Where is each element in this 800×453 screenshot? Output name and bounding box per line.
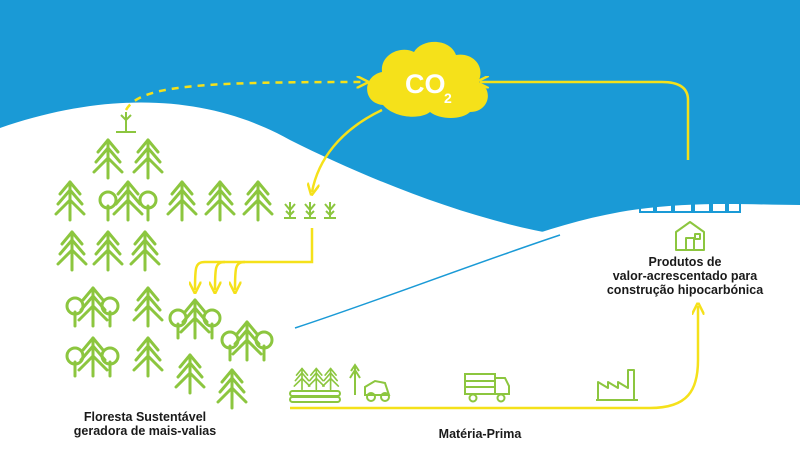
hill-divider-line <box>294 234 561 329</box>
products-label-line3: construção hipocarbónica <box>606 283 764 297</box>
arrow-city-to-co2 <box>480 82 690 160</box>
arrow-split-2 <box>215 260 226 290</box>
forest-label-line2: geradora de mais-valias <box>73 424 217 438</box>
harvest-icon <box>289 367 341 403</box>
right-hill <box>300 203 800 453</box>
harvester-machine-icon <box>349 363 391 402</box>
products-label: Produtos de valor-acrescentado para cons… <box>590 255 780 297</box>
forest-label: Floresta Sustentável geradora de mais-va… <box>40 410 250 438</box>
dashed-arrow-to-co2 <box>124 82 365 111</box>
arrow-materia-to-products <box>290 306 698 410</box>
forest-label-line1: Floresta Sustentável <box>83 410 207 424</box>
city-skyline-icon <box>639 164 741 213</box>
arrow-sprouts-split <box>195 228 314 290</box>
co2-text: CO <box>405 69 446 99</box>
products-label-line1: Produtos de <box>648 255 722 269</box>
sapling-icon <box>116 112 136 133</box>
arrow-co2-to-sprouts <box>312 108 383 192</box>
house-icon <box>675 221 705 251</box>
materia-label: Matéria-Prima <box>438 427 522 441</box>
log-truck-icon <box>464 373 510 403</box>
products-label-line2: valor-acrescentado para <box>612 269 758 283</box>
factory-icon <box>596 369 638 401</box>
arrow-split-3 <box>235 260 246 290</box>
co2-cloud: CO 2 <box>367 41 488 118</box>
co2-subscript: 2 <box>444 90 452 106</box>
